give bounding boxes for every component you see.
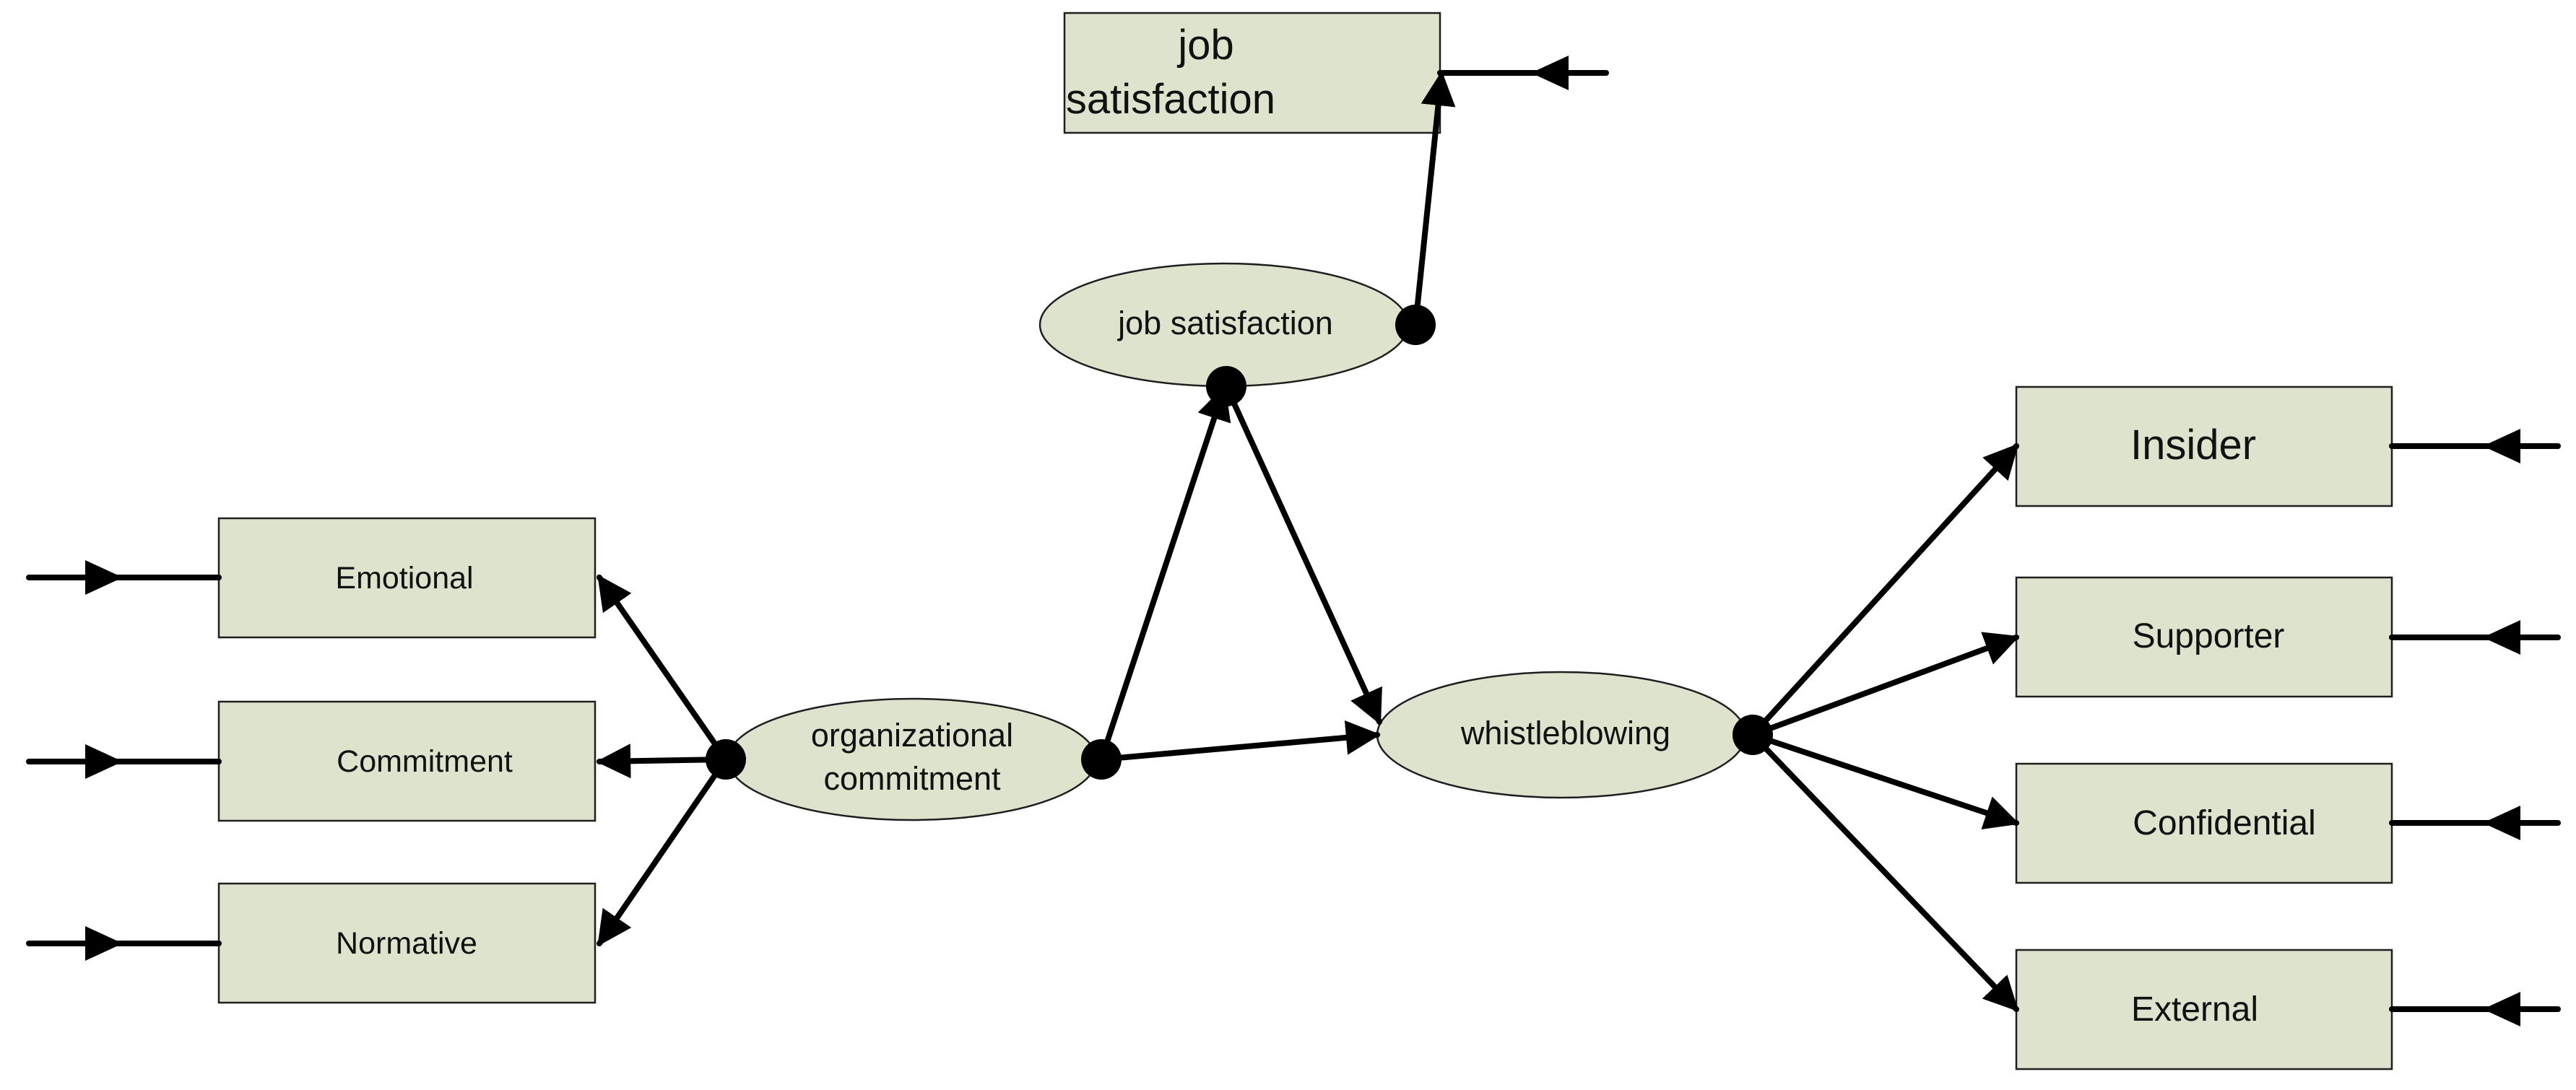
indicator-job-satisfaction-label-line1: job — [1176, 22, 1233, 69]
connector-dot-orgcommit-left — [706, 739, 746, 780]
latent-job-satisfaction: job satisfaction — [1038, 262, 1410, 388]
latent-job-satisfaction-label: job satisfaction — [1116, 305, 1333, 341]
arrow-orgcommit-to-emotional — [597, 575, 729, 762]
error-arrowhead-confidential — [2483, 806, 2520, 840]
connector-dot-orgcommit-right — [1081, 739, 1122, 780]
error-arrowhead-job-satisfaction — [1531, 56, 1569, 90]
indicator-job-satisfaction-box — [1063, 12, 1441, 134]
indicator-external: External — [2015, 949, 2393, 1071]
arrow-whistleblowing-to-confidential — [1750, 732, 2020, 830]
indicator-job-satisfaction-label-line2: satisfaction — [1066, 76, 1275, 123]
indicator-job-satisfaction: job satisfaction — [1063, 12, 1441, 134]
arrow-jobsat-to-indicator — [1413, 71, 1456, 328]
indicator-emotional: Emotional — [217, 517, 597, 639]
arrow-orgcommit-to-whistleblowing — [1098, 720, 1381, 762]
latent-organizational-commitment-label-line1: organizational — [811, 717, 1013, 754]
indicator-insider: Insider — [2015, 385, 2393, 507]
indicator-supporter-box — [2015, 576, 2393, 698]
arrow-orgcommit-to-commitment — [596, 744, 729, 779]
error-arrowhead-commitment — [85, 744, 123, 779]
indicator-normative-label: Normative — [336, 926, 477, 961]
indicator-insider-label: Insider — [2130, 422, 2256, 468]
error-arrowhead-emotional — [85, 560, 123, 595]
indicator-confidential-label: Confidential — [2133, 804, 2316, 842]
indicator-emotional-box — [217, 517, 597, 639]
connector-dot-whistleblowing-right — [1732, 715, 1773, 755]
indicator-commitment-box — [217, 700, 597, 822]
arrow-whistleblowing-to-supporter — [1750, 632, 2020, 738]
indicator-supporter: Supporter — [2015, 576, 2393, 698]
indicator-external-label: External — [2131, 990, 2258, 1029]
arrow-whistleblowing-to-external — [1750, 732, 2019, 1012]
latent-whistleblowing-label: whistleblowing — [1460, 715, 1670, 751]
error-arrowhead-insider — [2483, 429, 2520, 463]
arrow-whistleblowing-to-insider — [1750, 443, 2019, 738]
arrow-jobsat-to-whistleblowing — [1223, 383, 1382, 725]
arrow-orgcommit-to-normative — [597, 757, 729, 946]
indicator-commitment: Commitment — [217, 700, 597, 822]
error-arrowhead-external — [2483, 992, 2520, 1026]
indicator-emotional-label: Emotional — [335, 561, 473, 596]
indicator-supporter-label: Supporter — [2133, 617, 2285, 655]
connector-dot-jobsat-bottom — [1206, 366, 1246, 406]
connector-dot-jobsat-right — [1395, 305, 1436, 345]
latent-organizational-commitment: organizational commitment — [727, 697, 1098, 821]
latent-whistleblowing: whistleblowing — [1376, 671, 1747, 799]
indicator-insider-box — [2015, 385, 2393, 507]
indicator-normative-box — [217, 882, 597, 1004]
latent-organizational-commitment-label-line2: commitment — [823, 760, 1001, 797]
indicator-confidential: Confidential — [2015, 762, 2393, 884]
indicator-normative: Normative — [217, 882, 597, 1004]
indicator-confidential-box — [2015, 762, 2393, 884]
error-arrowhead-normative — [85, 926, 123, 961]
arrow-orgcommit-to-jobsat — [1098, 385, 1231, 762]
indicator-commitment-label: Commitment — [337, 744, 513, 779]
error-arrowhead-supporter — [2483, 620, 2520, 655]
